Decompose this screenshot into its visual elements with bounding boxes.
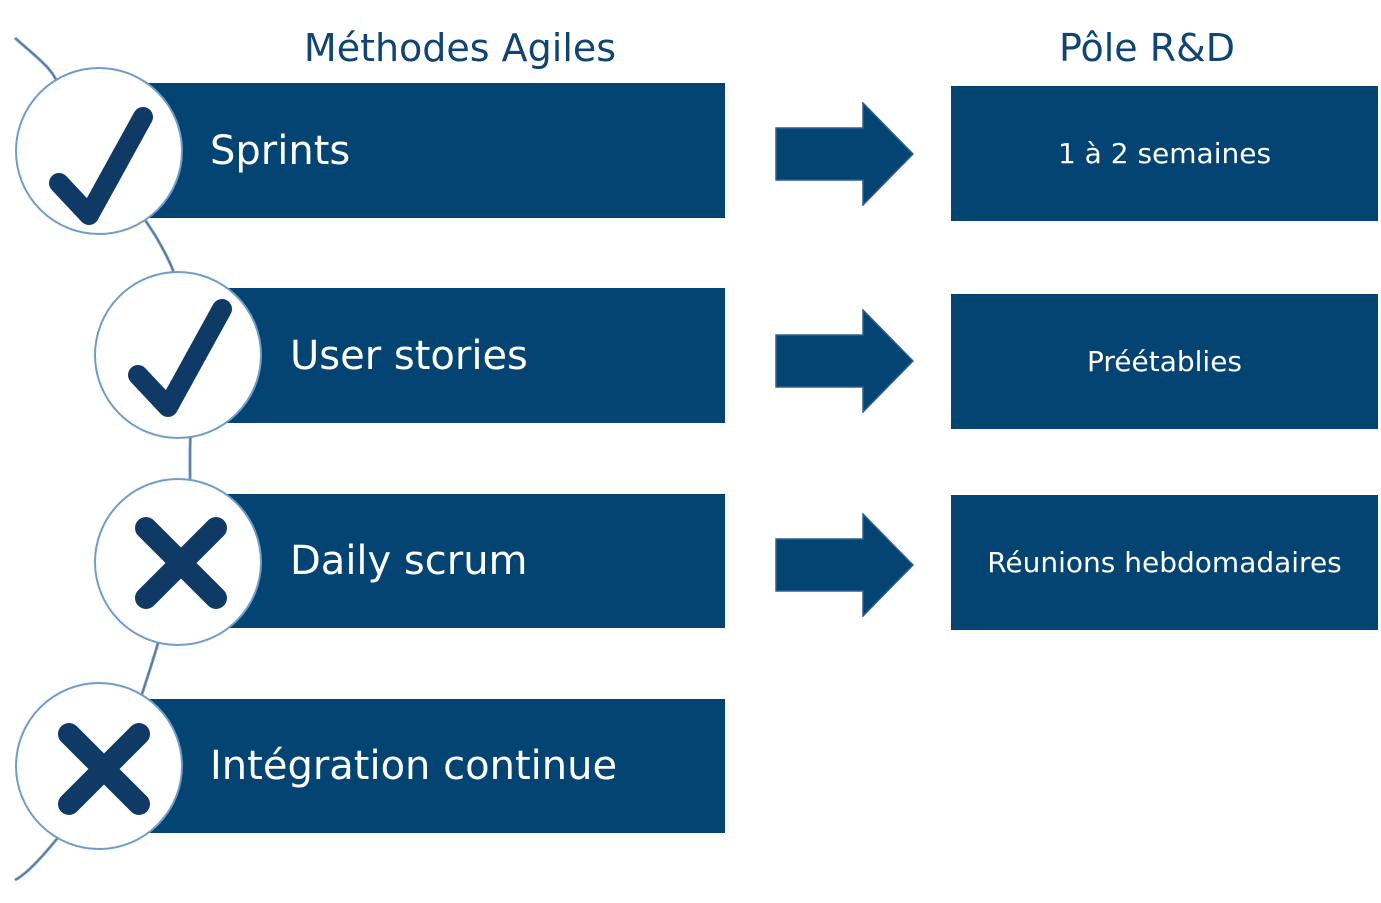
practice-bar-daily-scrum: Daily scrum	[220, 494, 725, 628]
rd-value-label: Préétablies	[1086, 345, 1243, 378]
practice-bar-integration-continue: Intégration continue	[140, 699, 725, 833]
status-circle-daily-scrum	[94, 478, 262, 646]
practice-label: Intégration continue	[210, 743, 618, 789]
methodes-agiles-heading: Méthodes Agiles	[303, 26, 617, 70]
rd-box-sprints: 1 à 2 semaines	[951, 86, 1378, 221]
status-circle-integration-continue	[15, 682, 183, 850]
rd-value-label: Réunions hebdomadaires	[987, 546, 1342, 579]
practice-label: Daily scrum	[290, 538, 528, 584]
cross-icon	[58, 723, 150, 815]
rd-box-user-stories: Préétablies	[951, 294, 1378, 429]
practice-bar-user-stories: User stories	[220, 288, 725, 423]
right-arrow-icon	[775, 513, 915, 617]
check-icon	[128, 299, 232, 417]
practice-bar-sprints: Sprints	[140, 83, 725, 218]
status-circle-sprints	[15, 67, 183, 235]
rd-value-label: 1 à 2 semaines	[1057, 137, 1272, 170]
pole-rd-heading: Pôle R&D	[1058, 26, 1236, 70]
practice-label: Sprints	[210, 127, 351, 174]
right-arrow-icon	[775, 102, 915, 206]
check-icon	[49, 107, 153, 225]
right-arrow-icon	[775, 309, 915, 413]
cross-icon	[135, 517, 227, 609]
rd-box-daily-scrum: Réunions hebdomadaires	[951, 495, 1378, 630]
practice-label: User stories	[290, 332, 528, 379]
status-circle-user-stories	[94, 271, 262, 439]
